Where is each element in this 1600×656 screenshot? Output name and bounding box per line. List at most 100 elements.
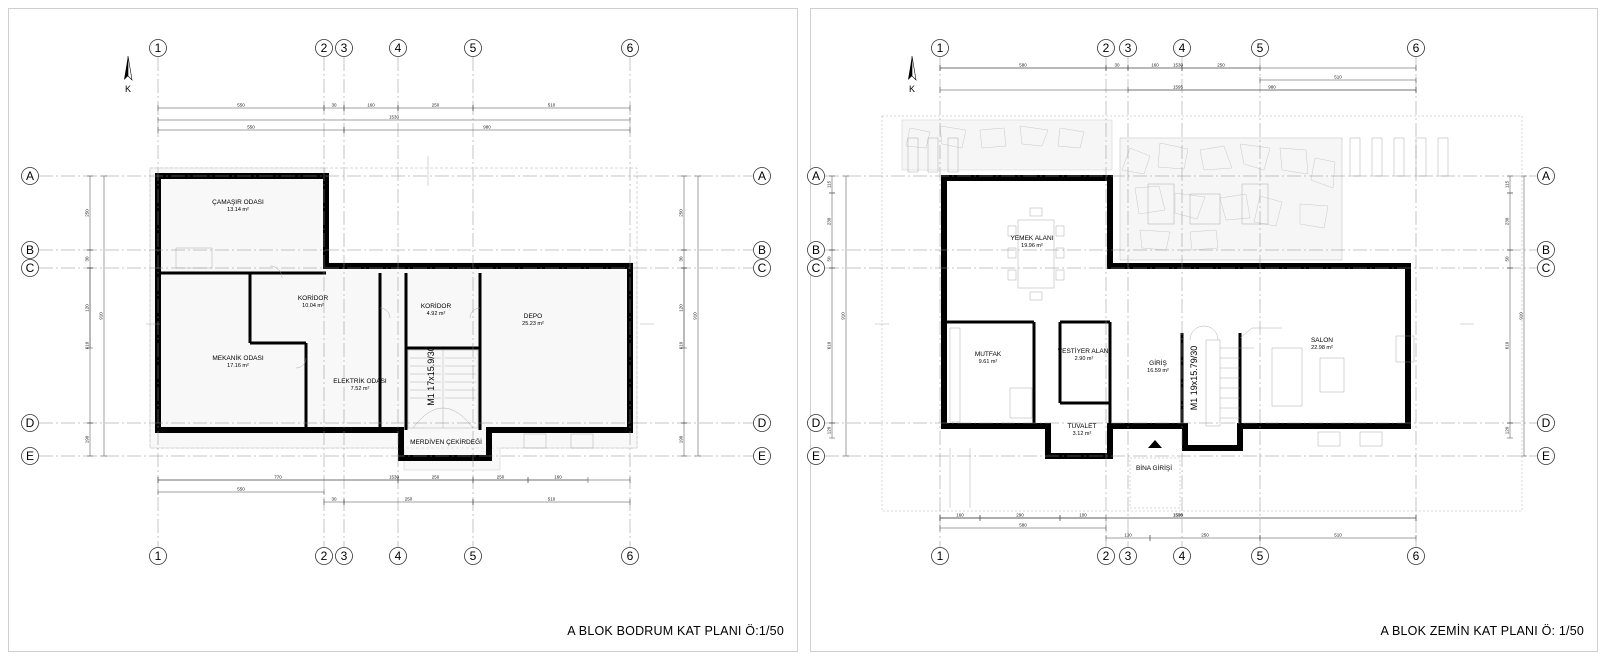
room-name: MUTFAK <box>975 351 1002 358</box>
plan-title: A BLOK BODRUM KAT PLANI Ö:1/50 <box>567 624 784 638</box>
room-area: 3.12 m² <box>1073 431 1092 437</box>
grid-bubble-col-6 <box>621 547 639 565</box>
dim-side-value: 910 <box>841 312 846 320</box>
dim-bottom-value: 1530 <box>1173 513 1184 518</box>
entry-marker-icon <box>1148 440 1162 448</box>
grid-bubble-row-A <box>807 167 825 185</box>
grid-bubble-col-1 <box>931 39 949 57</box>
room-name: KORİDOR <box>298 293 329 302</box>
grid-bubble-row-C <box>21 259 39 277</box>
door-swing <box>379 307 391 319</box>
window-well-1 <box>523 433 547 449</box>
dim-side-value: 50 <box>1505 256 1510 262</box>
grid-bubble-col-2 <box>315 547 333 565</box>
grid-bubble-row-A <box>21 167 39 185</box>
grid-bubble-label: 4 <box>1179 549 1186 563</box>
room-name: MERDİVEN ÇEKİRDEĞİ <box>410 437 482 446</box>
dim-side-value: 230 <box>827 217 832 225</box>
dim-top-value: 30 <box>331 103 337 108</box>
dim-side-value: 610 <box>85 341 90 349</box>
grid-bubble-label: 1 <box>155 41 162 55</box>
grid-bubble-col-2 <box>315 39 333 57</box>
grid-bubble-row-C <box>753 259 771 277</box>
dim-side-value: 610 <box>679 341 684 349</box>
entry-canopy <box>1129 457 1181 509</box>
room-area: 22.98 m² <box>1311 345 1333 351</box>
stair-label: M1 17x15.9/30 <box>426 346 436 406</box>
room-area: 25.23 m² <box>522 321 544 327</box>
room-name: ÇAMAŞIR ODASI <box>212 199 264 206</box>
grid-bubble-label: B <box>812 243 820 257</box>
ground-exterior-walls <box>941 175 1411 459</box>
room-area: 16.59 m² <box>1147 368 1169 374</box>
grid-bubble-label: D <box>758 416 767 430</box>
dim-side-value: 115 <box>1505 180 1510 188</box>
grid-bubble-label: 6 <box>627 549 634 563</box>
dim-side-value: 610 <box>1505 341 1510 349</box>
kitchen-appliance <box>1009 387 1033 419</box>
grid-bubble-label: D <box>1542 416 1551 430</box>
grid-bubble-label: 4 <box>1179 41 1186 55</box>
grid-bubble-label: 6 <box>1413 41 1420 55</box>
grid-bubble-col-4 <box>389 39 407 57</box>
dim-top-value: 550 <box>237 103 245 108</box>
dim-bottom-value: 250 <box>1201 533 1209 538</box>
grid-bubble-label: 3 <box>1125 41 1132 55</box>
grid-bubble-row-A <box>753 167 771 185</box>
dim-bottom-value: 550 <box>237 487 245 492</box>
dim-bottom-value: 100 <box>1079 513 1087 518</box>
dim-side-value: 120 <box>679 304 684 312</box>
grid-bubble-col-5 <box>1251 39 1269 57</box>
dim-side-value: 120 <box>1505 426 1510 434</box>
dim-side-value: 30 <box>679 256 684 262</box>
grid-bubble-label: C <box>26 261 35 275</box>
grid-bubble-row-D <box>1537 414 1555 432</box>
grid-bubble-row-B <box>21 241 39 259</box>
dim-side-value: 120 <box>85 304 90 312</box>
dim-side-value: 190 <box>679 435 684 443</box>
dim-top-value: 550 <box>247 125 255 130</box>
terrace-sofa <box>1147 183 1175 225</box>
dim-bottom-value: 250 <box>432 475 440 480</box>
room-name: KORİDOR <box>421 301 452 310</box>
dim-bottom-value: 250 <box>405 497 413 502</box>
grid-bubble-label: A <box>758 169 766 183</box>
grid-bubble-label: 2 <box>321 41 328 55</box>
grid-bubble-row-B <box>753 241 771 259</box>
basement-stair <box>407 349 479 429</box>
grid-bubble-label: 6 <box>627 41 634 55</box>
dim-top-value: 1530 <box>1173 63 1184 68</box>
dim-top-value: 510 <box>548 103 556 108</box>
grid-bubble-label: A <box>1542 169 1550 183</box>
grid-bubble-col-5 <box>1251 547 1269 565</box>
grid-bubble-label: E <box>812 449 820 463</box>
grid-bubble-row-A <box>1537 167 1555 185</box>
kitchen-counter <box>949 327 961 423</box>
grid-bubble-label: 5 <box>470 41 477 55</box>
grid-bubble-label: E <box>26 449 34 463</box>
grid-bubble-col-1 <box>931 547 949 565</box>
terrace-table <box>1189 193 1221 225</box>
grid-bubble-label: A <box>812 169 820 183</box>
dim-bottom-value: 580 <box>1019 523 1027 528</box>
dim-side-value: 230 <box>1505 217 1510 225</box>
grid-bubble-label: B <box>1542 243 1550 257</box>
grid-bubble-col-3 <box>1119 547 1137 565</box>
door-swing <box>269 265 283 279</box>
dim-top-value: 510 <box>1334 75 1342 80</box>
grid-bubble-label: B <box>26 243 34 257</box>
dim-side-value: 30 <box>85 256 90 262</box>
grid-bubble-label: 5 <box>1257 41 1264 55</box>
room-name: MEKANİK ODASI <box>212 353 263 362</box>
room-name: DEPO <box>524 313 542 320</box>
grid-bubble-label: 5 <box>470 549 477 563</box>
grid-bubble-label: 2 <box>321 549 328 563</box>
grid-bubble-col-3 <box>335 547 353 565</box>
sheet-frame <box>810 8 1598 652</box>
dim-top-value: 1595 <box>1173 85 1184 90</box>
dim-top-value: 30 <box>1114 63 1120 68</box>
room-area: 4.92 m² <box>427 311 446 317</box>
window-well-1 <box>1317 431 1341 447</box>
